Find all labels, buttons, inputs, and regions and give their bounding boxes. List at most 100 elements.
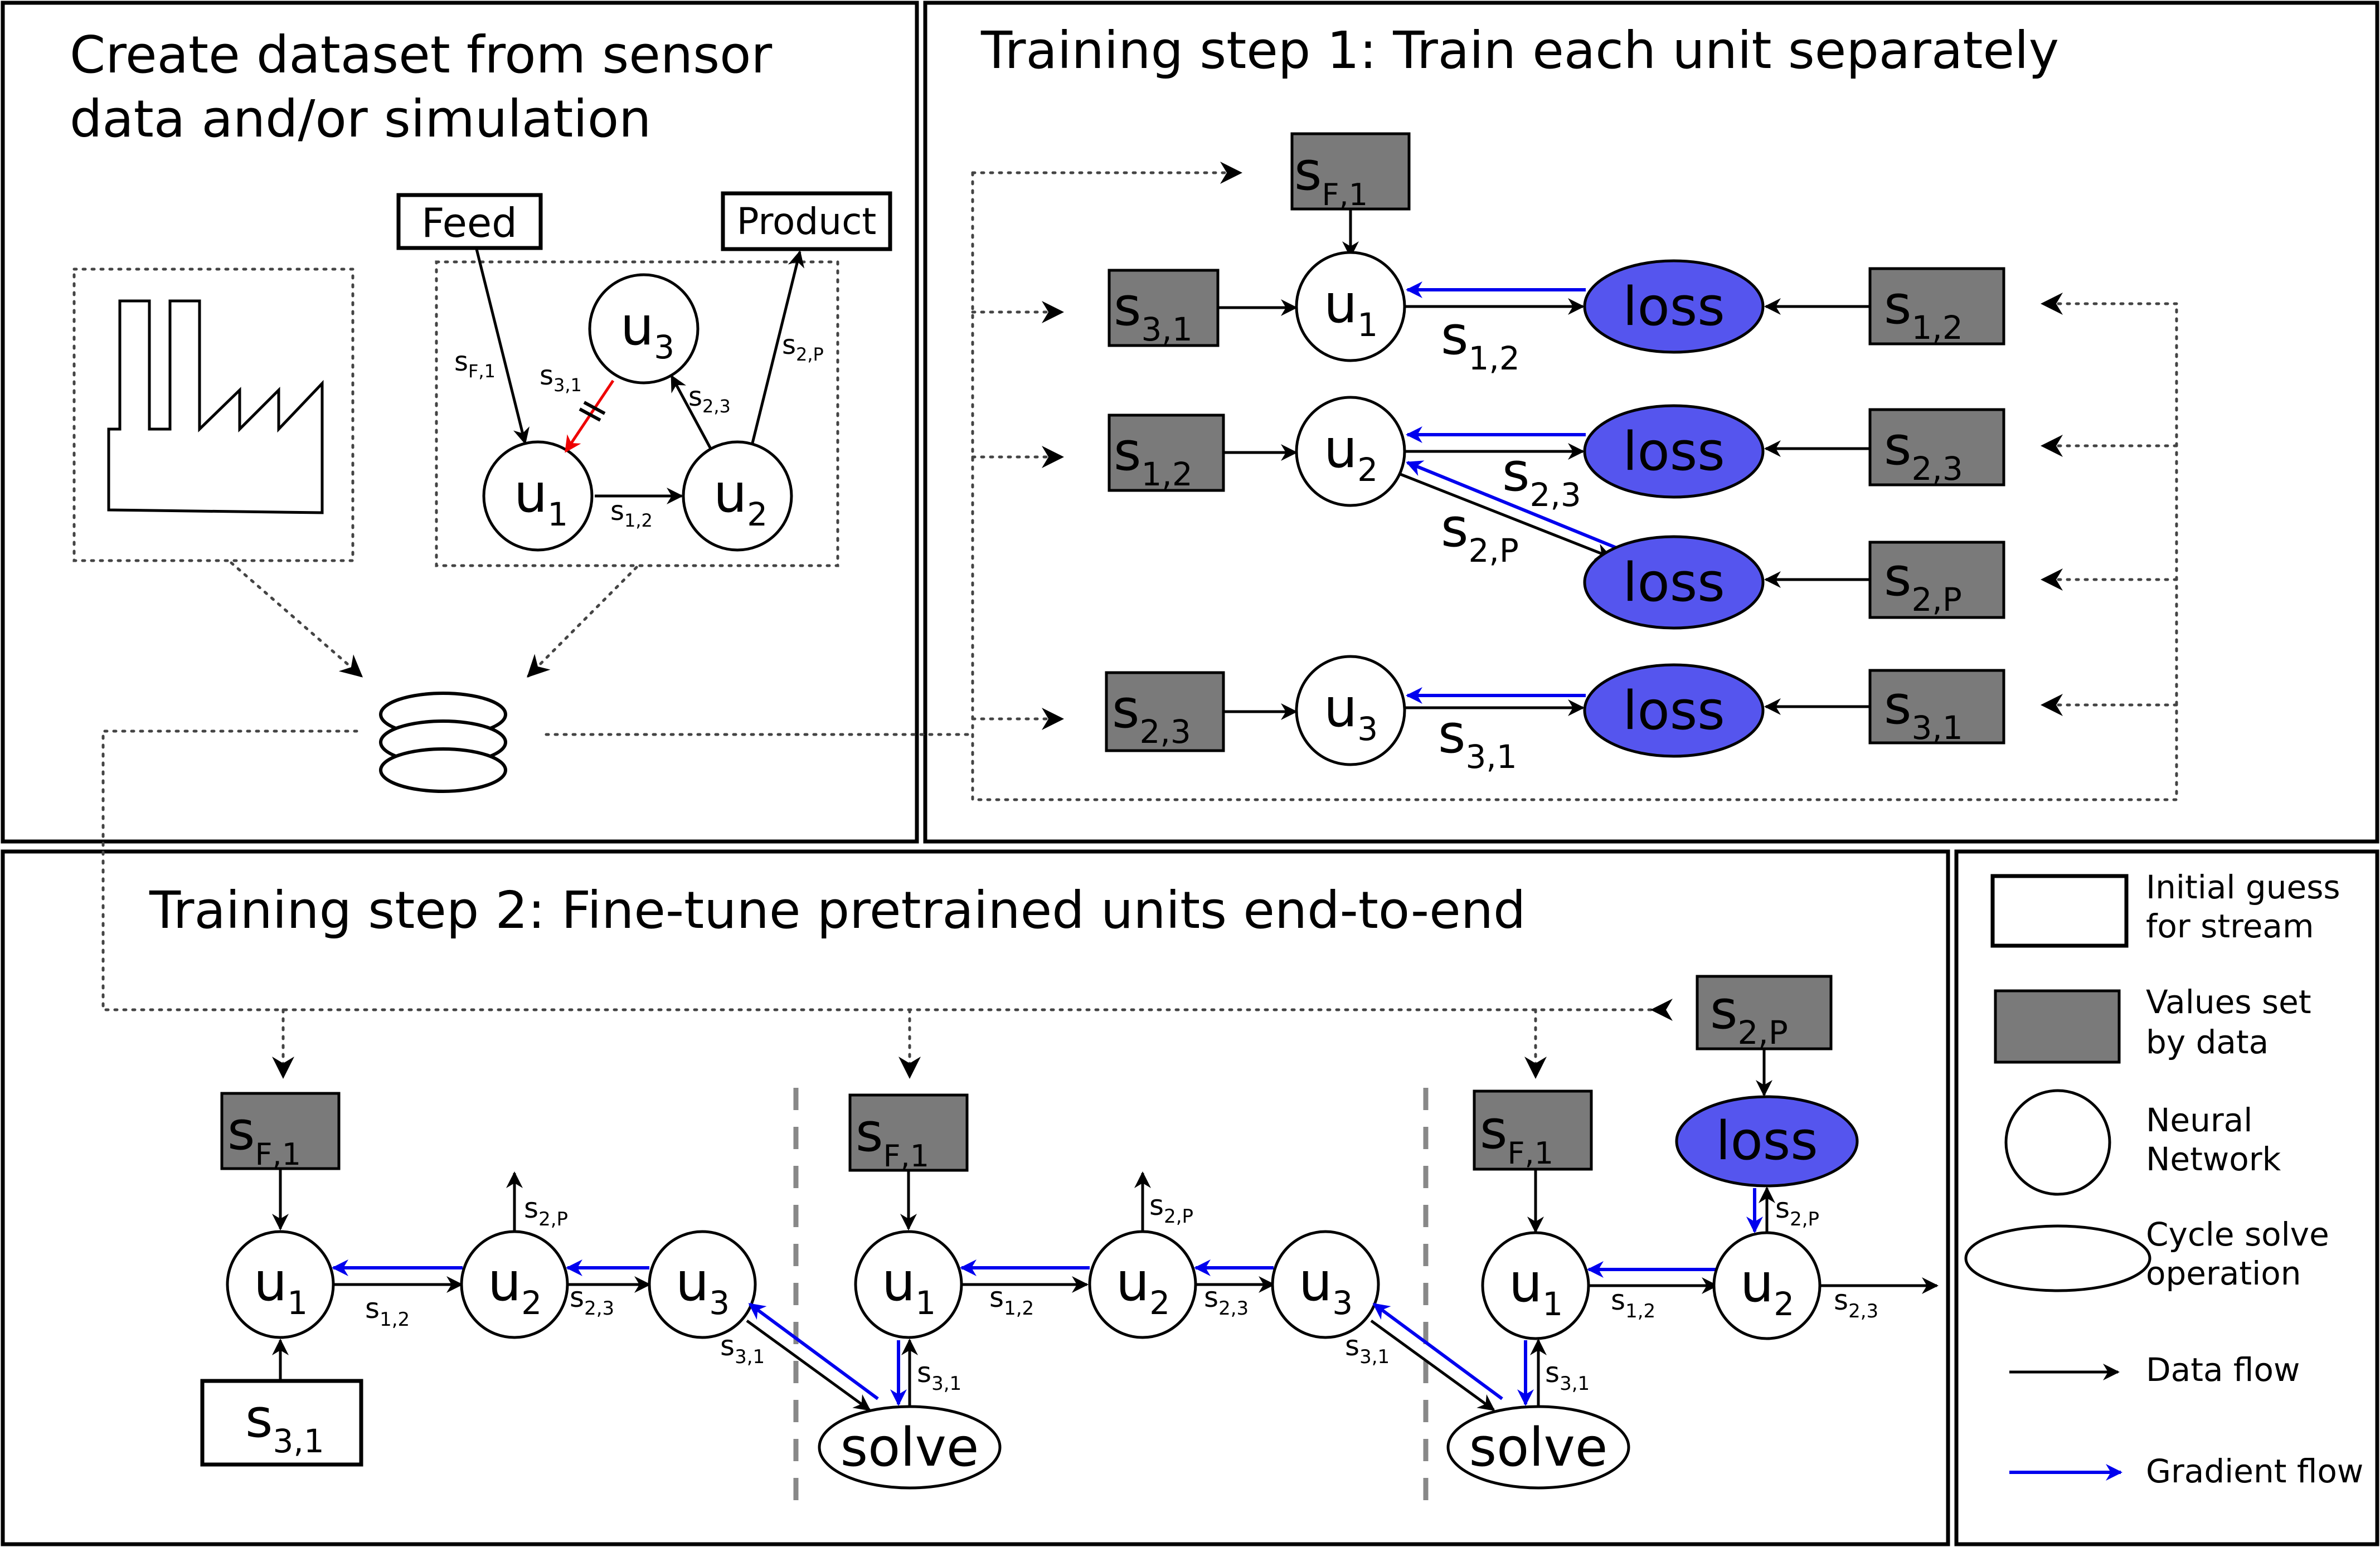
data-arrow-flowsheet bbox=[527, 566, 638, 678]
product-label: Product bbox=[737, 200, 877, 243]
stream-sF1-arrow bbox=[475, 249, 530, 445]
loss-node bbox=[1583, 404, 1765, 499]
database-icon bbox=[379, 692, 507, 793]
label-s2P: s2,P bbox=[782, 329, 824, 365]
panel-step2 bbox=[1, 849, 1950, 1546]
unit-label: u2 bbox=[1740, 1253, 1794, 1323]
gradient-flow bbox=[748, 1302, 879, 1400]
step2-title: Training step 2: Fine-tune pretrained un… bbox=[149, 880, 1526, 940]
loss-label: loss bbox=[1623, 276, 1725, 338]
stream-label: s2,P bbox=[1149, 1189, 1193, 1228]
gradient-flow bbox=[1372, 1302, 1503, 1400]
unit-label: u3 bbox=[676, 1252, 730, 1322]
stream-s2P-arrow bbox=[751, 250, 805, 444]
stream-label: s3,1 bbox=[1438, 704, 1517, 776]
label-sF1: sF,1 bbox=[454, 346, 496, 382]
unit-label: u3 bbox=[620, 296, 674, 366]
legend-label: operation bbox=[2146, 1254, 2301, 1292]
legend-label: Network bbox=[2146, 1140, 2281, 1178]
stream-s23-arrow bbox=[670, 374, 712, 450]
flow-out-s2P bbox=[1398, 472, 1612, 560]
data-box-s2P bbox=[1696, 975, 1833, 1050]
legend-label: Values set bbox=[2146, 983, 2311, 1021]
unit-label: u2 bbox=[1324, 419, 1378, 489]
feed-box bbox=[396, 193, 543, 250]
stream-label: s2,3 bbox=[570, 1281, 614, 1320]
unit-label: u1 bbox=[1324, 274, 1378, 344]
stream-label: s1,2 bbox=[1611, 1284, 1655, 1322]
guess-box-label: s3,1 bbox=[245, 1388, 324, 1460]
data-box-sF1 bbox=[1473, 1089, 1593, 1171]
gradient-flow bbox=[1406, 460, 1620, 551]
stream-label: s2,P bbox=[1441, 498, 1519, 570]
flowsheet-unit-u1: u1 bbox=[482, 440, 594, 552]
dataset-route-left bbox=[101, 729, 1658, 1011]
label-s12: s1,2 bbox=[610, 495, 653, 531]
legend-label: Gradient flow bbox=[2146, 1452, 2363, 1490]
legend-label: Cycle solve bbox=[2146, 1215, 2329, 1253]
label-s23: s2,3 bbox=[688, 381, 731, 417]
stream-label: s1,2 bbox=[365, 1292, 410, 1331]
legend-label: by data bbox=[2146, 1023, 2269, 1061]
nn-u3 bbox=[648, 1230, 757, 1339]
data-box-s23 bbox=[1868, 408, 2005, 487]
stream-label: s3,1 bbox=[1345, 1330, 1390, 1368]
loss-label: loss bbox=[1716, 1111, 1818, 1172]
legend-label: Initial guess bbox=[2146, 868, 2340, 906]
step1-dotted-frame bbox=[971, 171, 2178, 801]
data-arrow-factory bbox=[230, 561, 363, 678]
loss-node bbox=[1675, 1095, 1859, 1188]
flow-s31 bbox=[1370, 1319, 1495, 1412]
loss-node bbox=[1583, 535, 1765, 630]
stream-label: s2,3 bbox=[1204, 1281, 1249, 1320]
stream-label: s2,P bbox=[524, 1192, 568, 1230]
data-box-sF1 bbox=[1290, 132, 1411, 211]
nn-u3 bbox=[1271, 1230, 1380, 1339]
loss-label: loss bbox=[1623, 552, 1725, 614]
dataset-title-line1: Create dataset from sensor bbox=[70, 25, 772, 85]
loss-node bbox=[1583, 663, 1765, 758]
product-box bbox=[721, 191, 892, 251]
loss-node bbox=[1583, 259, 1765, 354]
solve-label: solve bbox=[841, 1417, 979, 1478]
stream-label: s2,3 bbox=[1834, 1284, 1878, 1322]
dataset-title-line2: data and/or simulation bbox=[70, 89, 652, 149]
tear-mark bbox=[583, 401, 606, 415]
data-box-label: s1,2 bbox=[1884, 275, 1963, 347]
legend-label: Neural bbox=[2146, 1101, 2252, 1139]
legend-label: Data flow bbox=[2146, 1351, 2300, 1389]
unit-label: u1 bbox=[514, 463, 568, 533]
loss-label: loss bbox=[1623, 680, 1725, 742]
panel-step1 bbox=[923, 1, 2379, 844]
solve-label: solve bbox=[1469, 1417, 1608, 1478]
stream-label: s3,1 bbox=[1545, 1356, 1590, 1395]
nn-u3 bbox=[1295, 655, 1406, 766]
data-box-sF1 bbox=[220, 1092, 341, 1170]
stream-label: s3,1 bbox=[917, 1356, 961, 1395]
data-box-sF1 bbox=[848, 1093, 969, 1172]
panel-dataset bbox=[1, 1, 919, 844]
legend-nn-swatch bbox=[2004, 1089, 2111, 1196]
loss-label: loss bbox=[1623, 421, 1725, 483]
stream-label: s1,2 bbox=[989, 1281, 1034, 1320]
legend-solve-swatch bbox=[1964, 1224, 2151, 1292]
stream-label: s2,P bbox=[1775, 1192, 1819, 1230]
feed-label: Feed bbox=[421, 200, 517, 246]
flow-s31 bbox=[746, 1319, 871, 1412]
flowsheet-unit-u2: u2 bbox=[682, 440, 793, 552]
unit-label: u2 bbox=[713, 463, 768, 533]
label-s31: s3,1 bbox=[540, 360, 582, 396]
legend-label: for stream bbox=[2146, 907, 2314, 945]
data-box-s12 bbox=[1868, 267, 2005, 346]
stream-label: s3,1 bbox=[720, 1330, 765, 1368]
legend-initial-guess-swatch bbox=[1990, 874, 2129, 948]
step1-title: Training step 1: Train each unit separat… bbox=[980, 21, 2059, 80]
factory-icon bbox=[107, 299, 324, 514]
stream-label: s1,2 bbox=[1441, 305, 1520, 377]
data-box-s31-target bbox=[1868, 669, 2005, 745]
unit-label: u3 bbox=[1324, 678, 1378, 748]
legend-data-swatch bbox=[1994, 989, 2121, 1064]
unit-label: u1 bbox=[882, 1252, 936, 1322]
panel-legend bbox=[1954, 849, 2379, 1546]
